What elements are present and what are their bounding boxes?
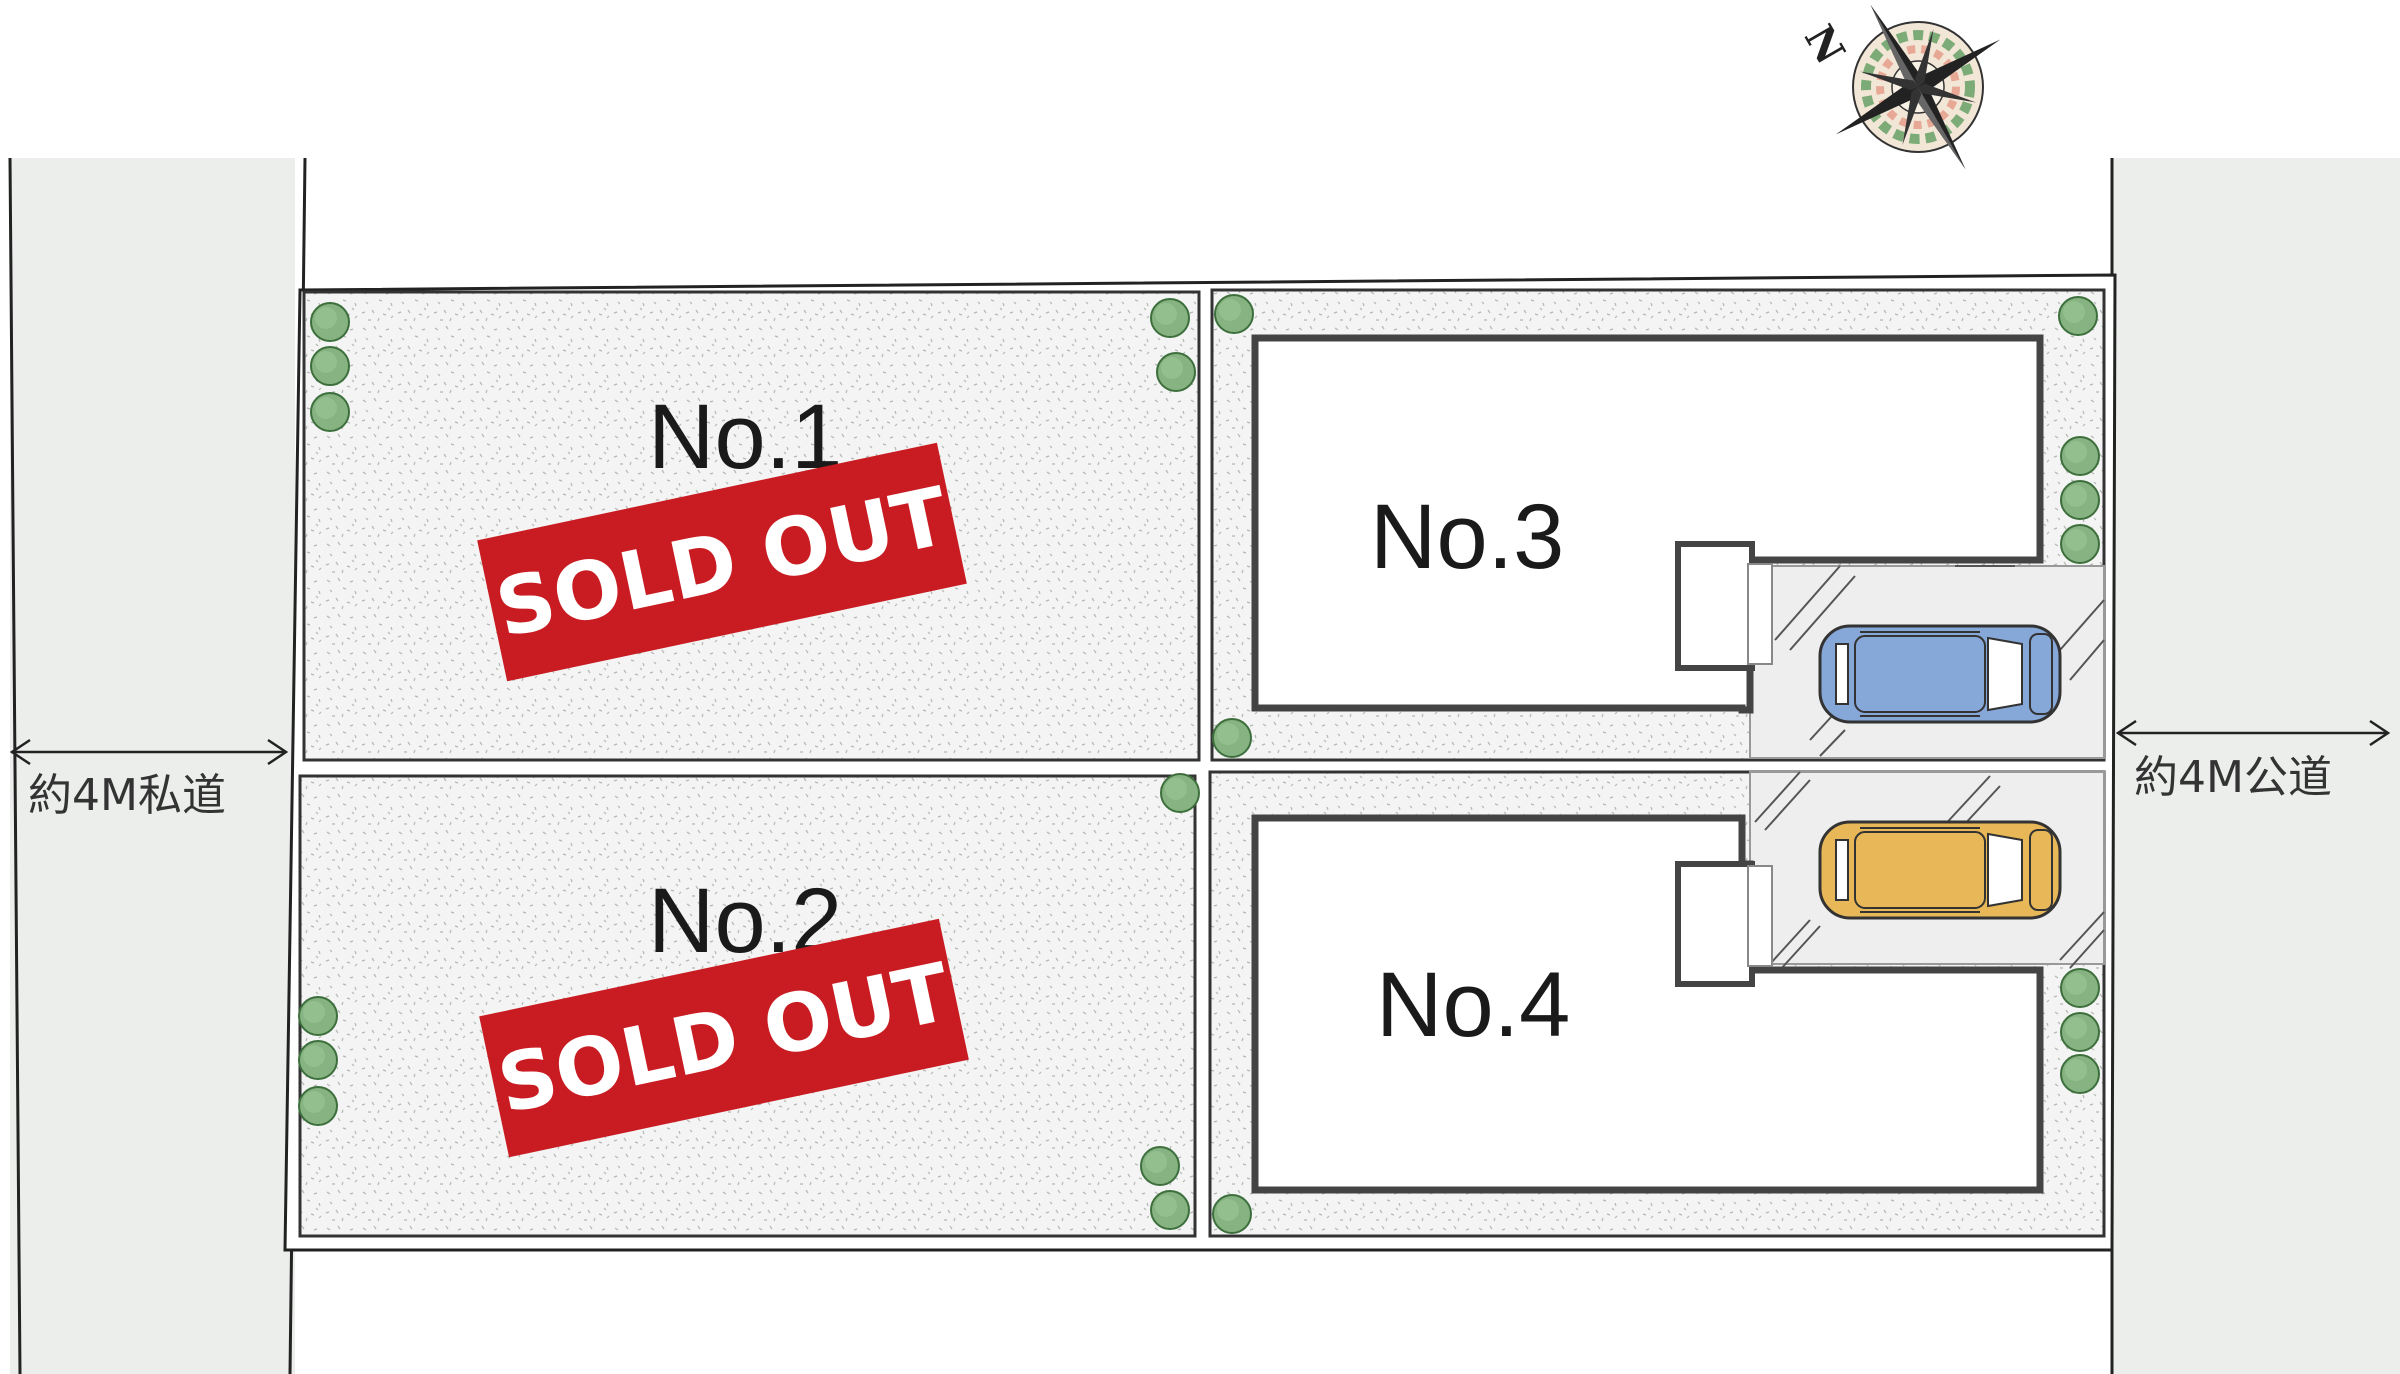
car-blue-icon — [1818, 624, 2062, 724]
compass-north-label: N — [1795, 17, 1854, 72]
right-road-arrow — [2115, 719, 2391, 747]
left-road-label: 約4M私道 — [28, 770, 226, 821]
compass-icon — [1835, 4, 2001, 170]
road-right — [2112, 158, 2400, 1374]
car-yellow-icon — [1818, 820, 2062, 920]
lot-3-label: No.3 — [1370, 486, 1564, 588]
left-road-arrow — [9, 738, 289, 766]
entrance-lot-3 — [1675, 541, 1755, 671]
road-left — [10, 158, 295, 1374]
lot-4-label: No.4 — [1376, 954, 1570, 1056]
right-road-label: 約4M公道 — [2134, 752, 2332, 803]
building-lot-3 — [1251, 334, 2044, 714]
entrance-lot-4 — [1675, 861, 1755, 987]
